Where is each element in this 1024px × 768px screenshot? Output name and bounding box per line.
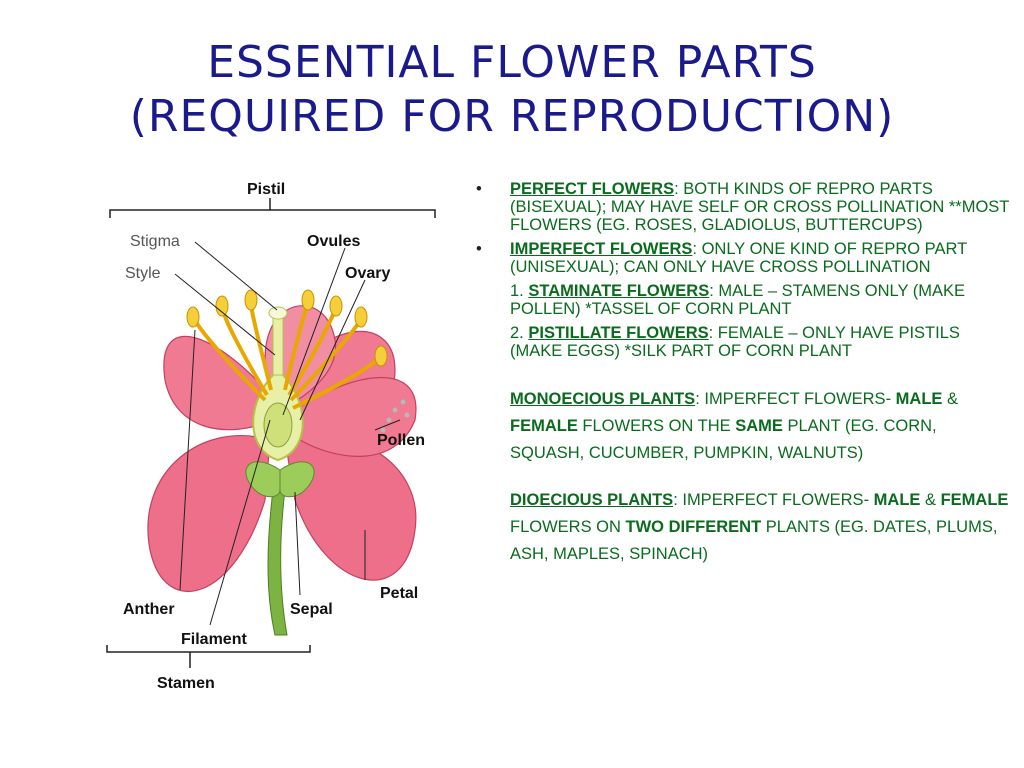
label-stigma: Stigma bbox=[130, 233, 180, 250]
stigma-shape bbox=[268, 306, 288, 320]
sepal-right bbox=[279, 461, 315, 498]
term-monoecious-plants: MONOECIOUS PLANTS bbox=[510, 390, 696, 408]
term-pistillate-flowers: PISTILLATE FLOWERS bbox=[528, 324, 709, 342]
pollen-grains bbox=[380, 399, 410, 433]
petal-front-left bbox=[147, 435, 271, 592]
leader-lines bbox=[174, 241, 401, 626]
stamen-bracket bbox=[106, 645, 311, 653]
title-line-2: (REQUIRED FOR REPRODUCTION) bbox=[129, 91, 895, 142]
staminate-flowers: 1. STAMINATE FLOWERS: MALE – STAMENS ONL… bbox=[510, 282, 966, 318]
bullet-imperfect-flowers: • IMPERFECT FLOWERS: ONLY ONE KIND OF RE… bbox=[470, 240, 1015, 276]
pistil-bracket bbox=[109, 209, 436, 218]
label-petal: Petal bbox=[380, 585, 418, 602]
staminate-desc: : MALE – STAMENS ONLY (MAKE POLLEN) *TAS… bbox=[510, 282, 966, 318]
bullet-perfect-flowers: • PERFECT FLOWERS: BOTH KINDS OF REPRO P… bbox=[470, 180, 1015, 234]
label-stamen: Stamen bbox=[157, 675, 215, 692]
bullet-dot: • bbox=[476, 240, 482, 258]
label-pistil: Pistil bbox=[247, 181, 285, 198]
stamen-anthers bbox=[186, 289, 388, 367]
style-shape bbox=[272, 314, 284, 376]
label-style: Style bbox=[125, 265, 161, 282]
monoecious-plants: MONOECIOUS PLANTS: IMPERFECT FLOWERS- MA… bbox=[510, 390, 958, 462]
term-dioecious-plants: DIOECIOUS PLANTS bbox=[510, 491, 674, 509]
slide-title: ESSENTIAL FLOWER PARTS (REQUIRED FOR REP… bbox=[0, 36, 1024, 144]
label-pollen: Pollen bbox=[377, 432, 425, 449]
label-ovules: Ovules bbox=[307, 233, 360, 250]
title-line-1: ESSENTIAL FLOWER PARTS bbox=[207, 37, 817, 88]
content-text: • PERFECT FLOWERS: BOTH KINDS OF REPRO P… bbox=[470, 180, 1015, 568]
sepal-left bbox=[245, 461, 281, 498]
petal-right bbox=[294, 377, 417, 457]
term-imperfect-flowers: IMPERFECT FLOWERS bbox=[510, 240, 693, 258]
term-perfect-flowers: PERFECT FLOWERS bbox=[510, 180, 675, 198]
term-staminate-flowers: STAMINATE FLOWERS bbox=[528, 282, 710, 300]
stem bbox=[267, 489, 288, 636]
dioecious-plants: DIOECIOUS PLANTS: IMPERFECT FLOWERS- MAL… bbox=[510, 491, 1009, 563]
flower-illustration: Pistil bbox=[106, 181, 436, 692]
petal-back-left bbox=[163, 335, 276, 431]
pistillate-desc: : FEMALE – ONLY HAVE PISTILS (MAKE EGGS)… bbox=[510, 324, 960, 360]
label-filament: Filament bbox=[181, 631, 247, 648]
ovules-shape bbox=[263, 402, 293, 448]
label-sepal: Sepal bbox=[290, 601, 333, 618]
label-anther: Anther bbox=[123, 601, 175, 618]
bullet-dot: • bbox=[476, 180, 482, 198]
perfect-flowers-desc: : BOTH KINDS OF REPRO PARTS (BISEXUAL); … bbox=[510, 180, 1010, 234]
label-ovary: Ovary bbox=[345, 265, 390, 282]
pistillate-flowers: 2. PISTILLATE FLOWERS: FEMALE – ONLY HAV… bbox=[510, 324, 960, 360]
imperfect-flowers-desc: : ONLY ONE KIND OF REPRO PART (UNISEXUAL… bbox=[510, 240, 967, 276]
flower-diagram: Pistil bbox=[95, 170, 455, 710]
